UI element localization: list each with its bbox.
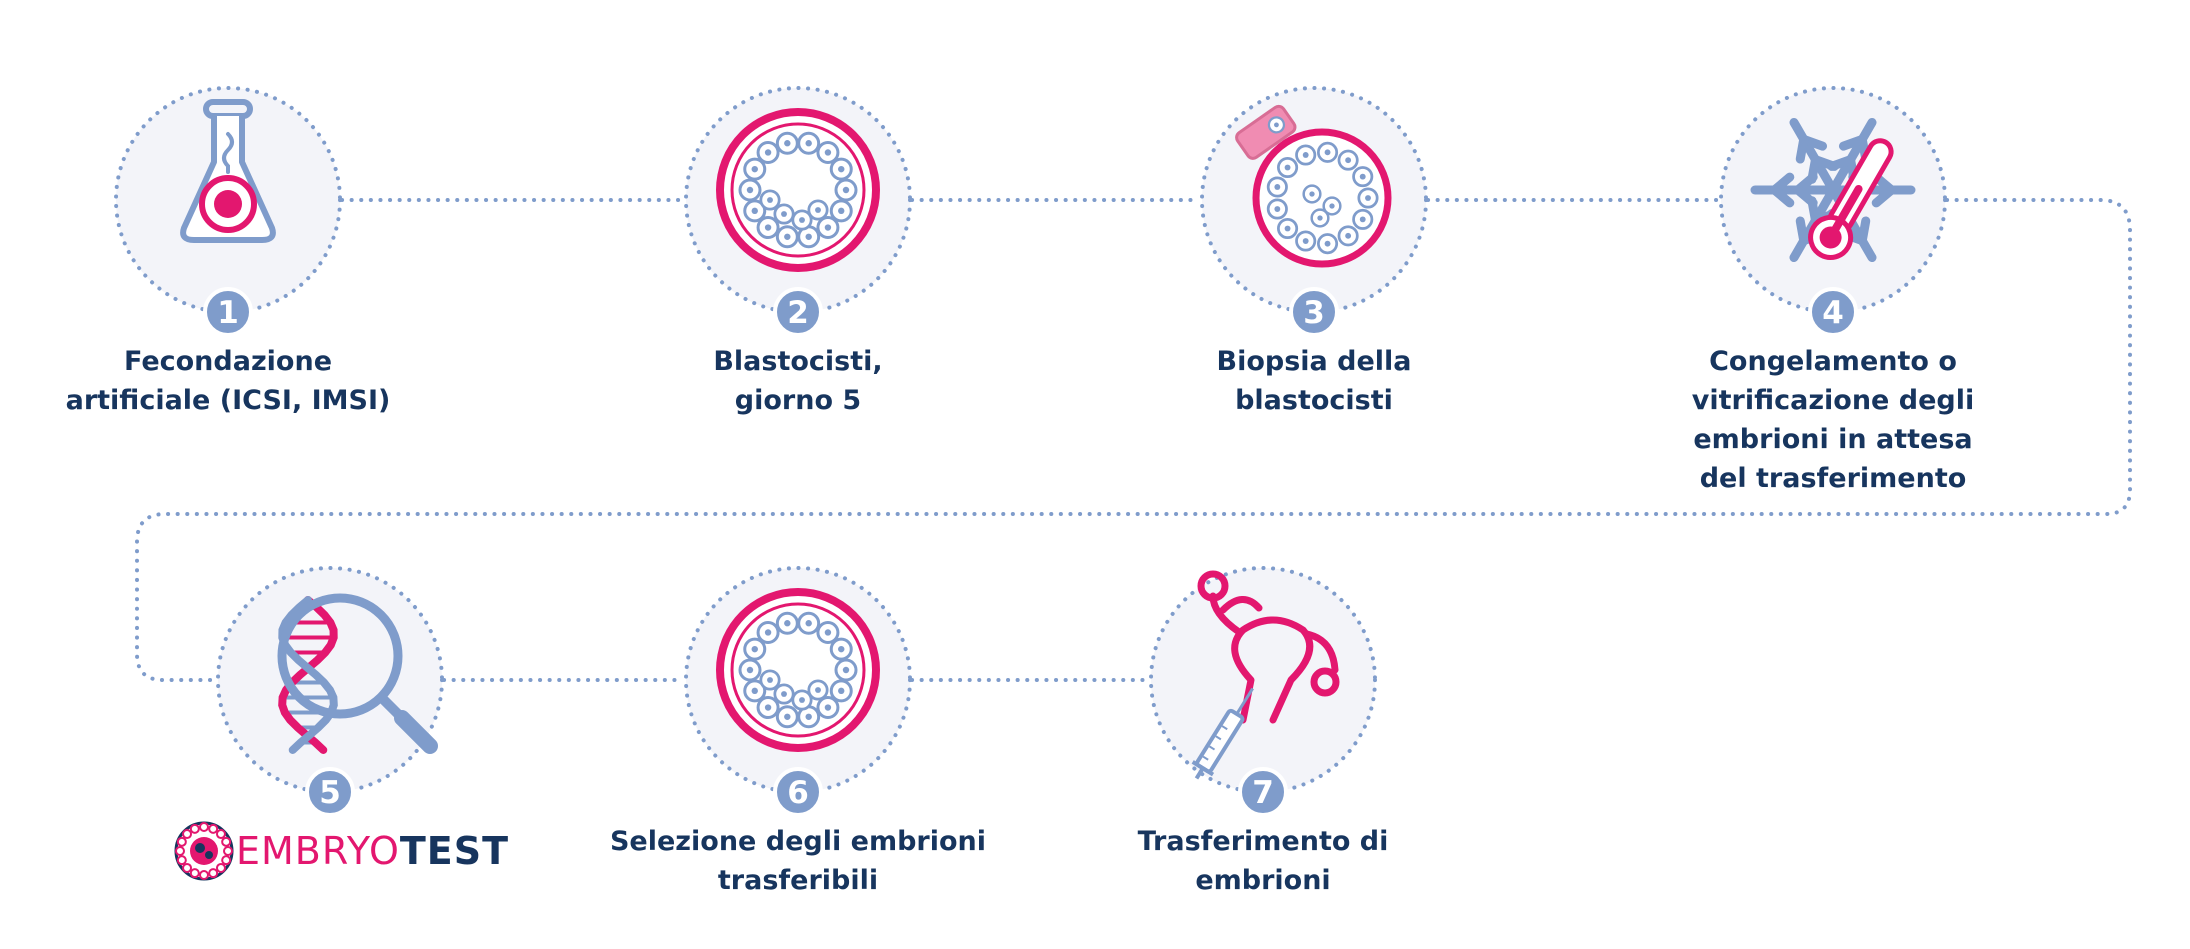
step-label-line: Selezione degli embrioni	[609, 826, 987, 857]
step-label-line: Blastocisti,	[713, 346, 883, 377]
step-number: 3	[1303, 295, 1325, 331]
uterus-syringe-icon	[1191, 570, 1340, 780]
step-label-1: Fecondazione artificiale (ICSI, IMSI)	[38, 342, 418, 420]
step-label-line: Congelamento o	[1709, 346, 1957, 377]
embryotest-logo-icon	[174, 821, 234, 881]
step-number: 6	[787, 775, 809, 811]
step-label-6: Selezione degli embrioni trasferibili	[608, 822, 988, 900]
step-label-line: Fecondazione	[123, 346, 333, 377]
step-node-3: 3	[1200, 86, 1428, 337]
step-number-badge: 2	[773, 287, 823, 337]
step-number-badge: 5	[305, 767, 355, 817]
step-number-badge: 6	[773, 767, 823, 817]
step-label-line: Biopsia della	[1216, 346, 1412, 377]
step-label-7: Trasferimento di embrioni	[1073, 822, 1453, 900]
step-number-badge: 1	[203, 287, 253, 337]
step-number-badge: 7	[1238, 767, 1288, 817]
step-node-6: 6	[684, 566, 912, 817]
step-node-4: 4	[1719, 86, 1947, 337]
step-number: 4	[1822, 295, 1844, 331]
blastocyst-icon	[716, 108, 880, 272]
step-node-5: 5	[216, 566, 444, 817]
step-label-2: Blastocisti, giorno 5	[608, 342, 988, 420]
step-number-badge: 4	[1808, 287, 1858, 337]
blastocyst-icon	[716, 588, 880, 752]
step-node-7: 7	[1149, 566, 1377, 817]
step-label-line: del trasferimento	[1699, 463, 1967, 494]
step-number: 2	[787, 295, 809, 331]
step-number: 1	[217, 295, 239, 331]
step-label-line: vitrificazione degli	[1691, 385, 1975, 416]
step-node-2: 2	[684, 86, 912, 337]
step-number: 7	[1252, 775, 1274, 811]
step-label-line: embrioni	[1195, 865, 1331, 896]
biopsy-icon	[1235, 104, 1392, 268]
step-label-3: Biopsia della blastocisti	[1124, 342, 1504, 420]
step-label-line: Trasferimento di	[1137, 826, 1389, 857]
flask-icon	[180, 99, 276, 243]
step-label-line: trasferibili	[717, 865, 879, 896]
embryotest-logo: EMBRYOTEST	[236, 829, 509, 873]
step-label-line: artificiale (ICSI, IMSI)	[65, 385, 391, 416]
connector-path	[135, 198, 2132, 682]
step-node-1: 1	[114, 86, 342, 337]
step-number: 5	[319, 775, 341, 811]
logo-word-test: TEST	[399, 829, 510, 873]
step-number-badge: 3	[1289, 287, 1339, 337]
step-label-4: Congelamento o vitrificazione degli embrio…	[1643, 342, 2023, 498]
step-label-line: blastocisti	[1235, 385, 1393, 416]
snowflake-thermometer-icon	[1750, 117, 1916, 263]
logo-word-embryo: EMBRYO	[236, 829, 400, 873]
dna-magnifier-icon	[277, 593, 438, 754]
step-label-line: embrioni in attesa	[1693, 424, 1973, 455]
step-label-line: giorno 5	[734, 385, 862, 416]
